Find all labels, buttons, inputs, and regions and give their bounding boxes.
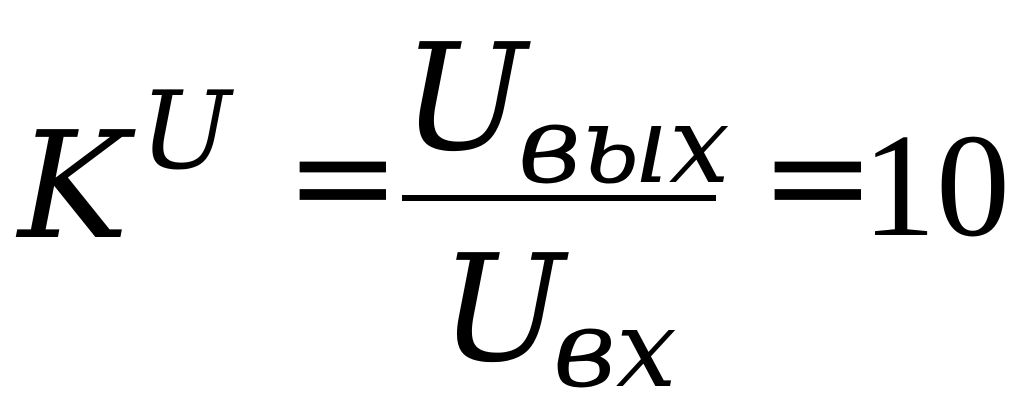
denominator-symbol: U (440, 223, 565, 395)
denominator-subscript: вх (553, 287, 677, 412)
result-value: 10 (862, 104, 1010, 268)
fraction-bar (402, 195, 716, 201)
equals-sign-2: = (760, 96, 876, 257)
gain-superscript: U (140, 69, 232, 194)
equals-sign: = (285, 96, 401, 257)
gain-symbol: K (18, 100, 129, 272)
numerator-subscript: вых (518, 83, 730, 208)
numerator-symbol: U (402, 12, 527, 184)
